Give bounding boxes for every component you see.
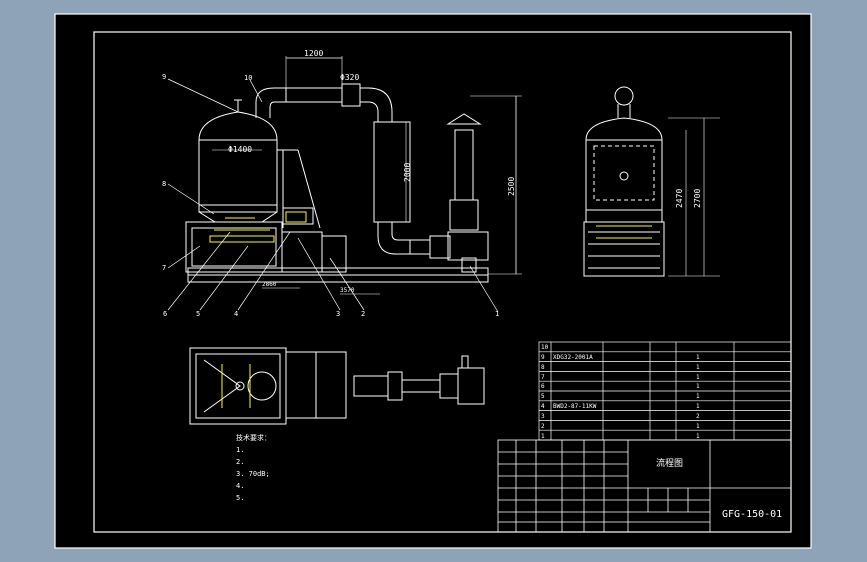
note-line-4: 4. <box>236 482 244 490</box>
callout-9: 9 <box>162 73 166 81</box>
row-no: 5 <box>541 393 545 400</box>
row-no: 10 <box>541 344 549 351</box>
row-no: 6 <box>541 383 545 390</box>
dimension-labels: 1200 Φ320 Φ1400 2000 2500 2860 3570 2470… <box>228 49 702 294</box>
callout-1: 1 <box>495 310 499 318</box>
row-qty: 1 <box>696 403 700 410</box>
dim-side-height-1: 2470 <box>675 189 684 208</box>
drawing-frame <box>93 31 792 533</box>
parts-table-text: 10 9 XDG32-2001A 1 8 1 7 1 6 1 5 1 4 BWD… <box>541 344 700 440</box>
row-qty: 2 <box>696 413 700 420</box>
callout-5: 5 <box>196 310 200 318</box>
callout-4: 4 <box>234 310 238 318</box>
callout-leaders <box>167 78 499 313</box>
row-no: 2 <box>541 423 545 430</box>
row-qty: 1 <box>696 374 700 381</box>
dim-side-height-2: 2700 <box>693 189 702 208</box>
callout-3: 3 <box>336 310 340 318</box>
callout-labels: 9 10 8 7 6 5 4 3 2 1 <box>162 73 499 318</box>
note-line-3: 3. 70dB; <box>236 470 270 478</box>
dim-pipe-height: 2000 <box>403 163 412 182</box>
row-qty: 1 <box>696 354 700 361</box>
callout-7: 7 <box>162 264 166 272</box>
fan <box>447 231 489 261</box>
row-qty: 1 <box>696 383 700 390</box>
title-block <box>497 439 792 533</box>
row-code: XDG32-2001A <box>553 354 593 361</box>
dim-inner-width: 2860 <box>262 281 277 288</box>
row-qty: 1 <box>696 433 700 440</box>
side-view-accents <box>596 225 652 239</box>
parts-table <box>538 341 792 441</box>
callout-6: 6 <box>163 310 167 318</box>
row-no: 4 <box>541 403 545 410</box>
row-qty: 1 <box>696 423 700 430</box>
callout-2: 2 <box>361 310 365 318</box>
top-view <box>189 347 485 425</box>
row-no: 1 <box>541 433 545 440</box>
overhead-duct <box>255 87 287 118</box>
dim-total-height: 2500 <box>507 177 516 196</box>
row-no: 3 <box>541 413 545 420</box>
drawing-sheet <box>54 13 812 549</box>
dim-base-width: 3570 <box>340 287 355 294</box>
note-line-2: 2. <box>236 458 244 466</box>
dim-pipe-dia: Φ320 <box>340 73 359 82</box>
dim-drum-dia: Φ1400 <box>228 145 252 154</box>
note-line-5: 5. <box>236 494 244 502</box>
top-view-accents <box>221 364 251 408</box>
drawing-number: GFG-150-01 <box>722 509 782 520</box>
callout-10: 10 <box>244 74 252 82</box>
row-code: BWD2-87-11KW <box>553 403 597 410</box>
row-no: 8 <box>541 364 545 371</box>
row-qty: 1 <box>696 364 700 371</box>
title-block-title: 流程图 <box>656 457 683 469</box>
side-view <box>583 86 720 277</box>
technical-notes: 技术要求： 1. 2. 3. 70dB; 4. 5. <box>236 433 271 502</box>
callout-8: 8 <box>162 180 166 188</box>
row-qty: 1 <box>696 393 700 400</box>
front-view <box>185 56 522 295</box>
accent-details <box>209 211 307 243</box>
note-line-1: 1. <box>236 446 244 454</box>
row-no: 7 <box>541 374 545 381</box>
notes-heading: 技术要求： <box>236 433 271 442</box>
row-no: 9 <box>541 354 545 361</box>
dim-top-width: 1200 <box>304 49 323 58</box>
